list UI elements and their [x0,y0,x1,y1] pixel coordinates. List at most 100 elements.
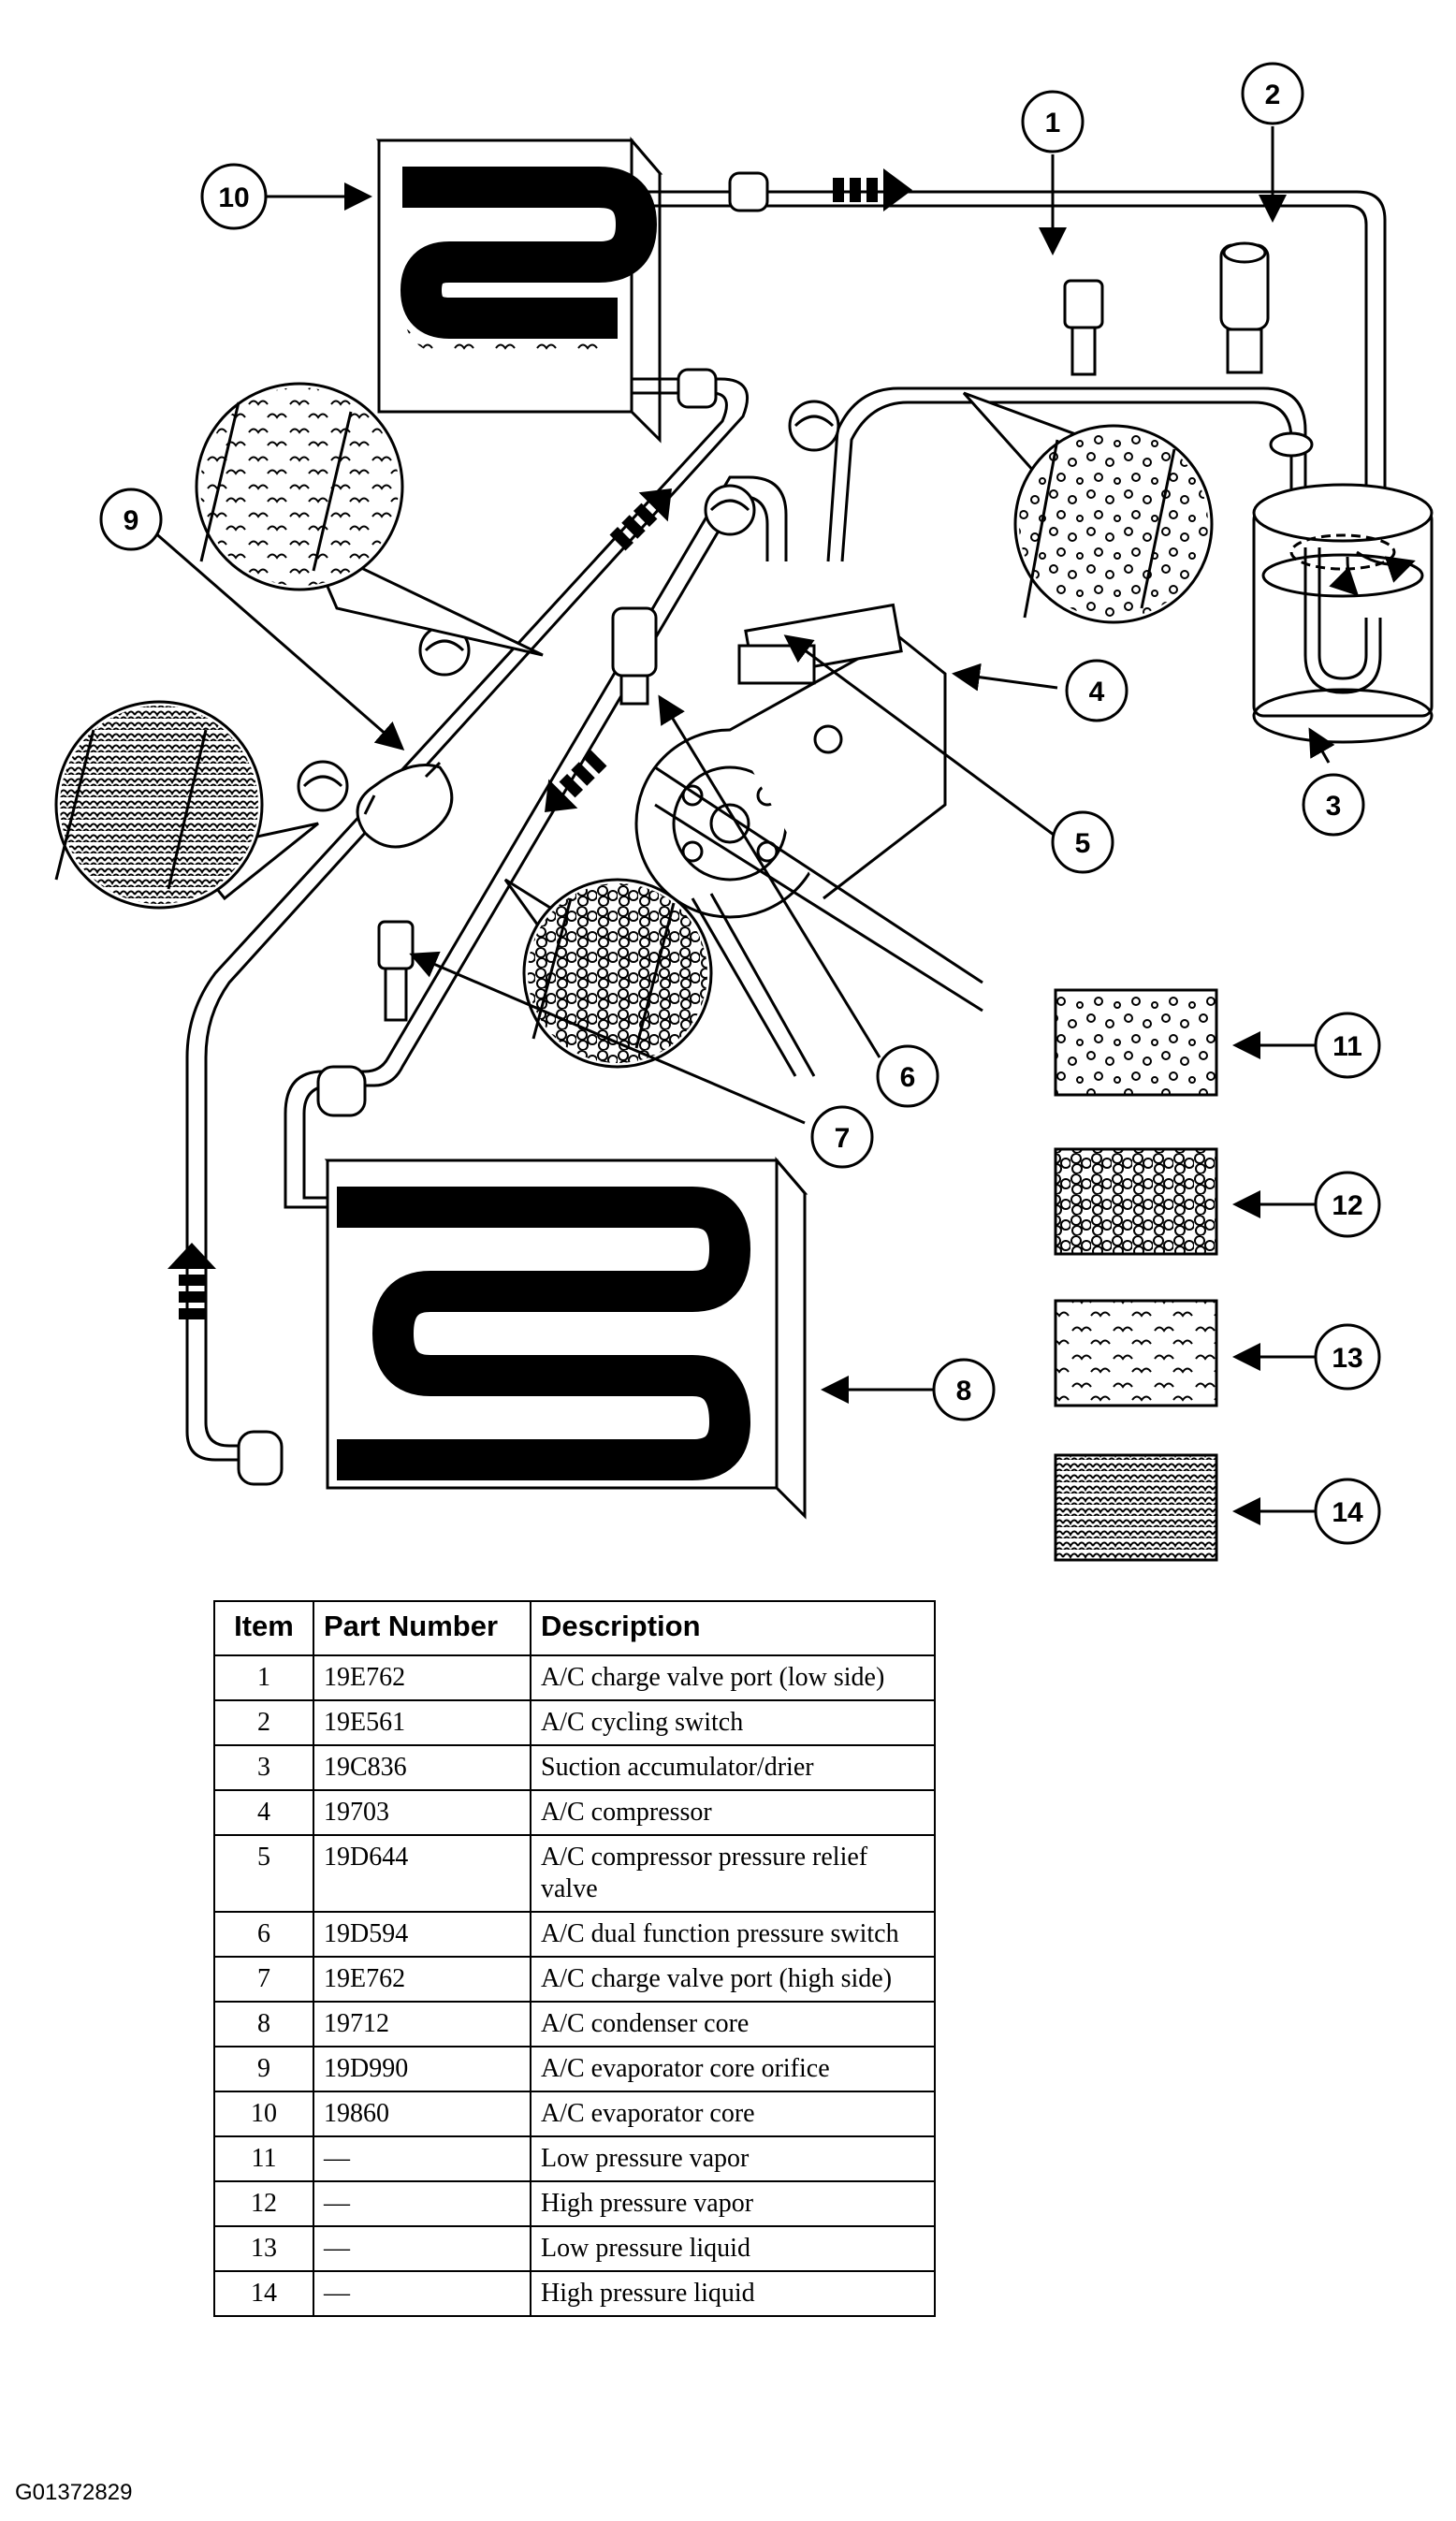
part-number-cell: — [313,2180,531,2227]
part-number-cell: 19D594 [313,1911,531,1958]
table-row: 12—High pressure vapor [213,2180,936,2227]
legend-swatches [1054,988,1218,1562]
item-cell: 13 [213,2225,314,2272]
part-number-cell: — [313,2135,531,2182]
item-cell: 12 [213,2180,314,2227]
compressor [634,603,983,1077]
callout-4: 4 [1065,659,1128,722]
part-number-cell: 19D990 [313,2046,531,2092]
pressure-gauge-icons [297,400,840,812]
table-row: 13—Low pressure liquid [213,2225,936,2272]
item-cell: 7 [213,1956,314,2003]
flow-arrow-discharge [545,750,607,812]
part-number-cell: 19E762 [313,1654,531,1701]
callout-6: 6 [876,1044,939,1108]
callout-8: 8 [932,1358,996,1421]
magnifier-evaporator-line [195,382,544,657]
column-header-description: Description [530,1600,936,1656]
callout-1: 1 [1021,90,1085,153]
svg-text:3: 3 [1326,791,1342,822]
svg-text:4: 4 [1089,677,1105,707]
line-fittings [677,171,1314,458]
swatch-high-pressure-liquid [1054,1453,1218,1562]
callout-7: 7 [810,1105,874,1169]
part-number-cell: 19860 [313,2091,531,2137]
svg-text:9: 9 [124,505,139,536]
table-row: 14—High pressure liquid [213,2270,936,2317]
svg-text:2: 2 [1265,80,1281,110]
description-cell: A/C condenser core [530,2001,936,2047]
condenser-core [324,1156,808,1520]
part-number-cell: — [313,2225,531,2272]
item-cell: 4 [213,1789,314,1836]
part-number-cell: 19E561 [313,1699,531,1746]
magnifier-discharge-line [503,878,713,1069]
description-cell: A/C evaporator core [530,2091,936,2137]
description-cell: A/C evaporator core orifice [530,2046,936,2092]
description-cell: Low pressure vapor [530,2135,936,2182]
condenser-fittings [237,1065,367,1486]
callout-3: 3 [1302,773,1365,837]
callout-14: 14 [1314,1478,1381,1545]
table-row: 11—Low pressure vapor [213,2135,936,2182]
description-cell: Low pressure liquid [530,2225,936,2272]
callout-12: 12 [1314,1171,1381,1238]
callout-2: 2 [1241,62,1304,125]
svg-text:14: 14 [1332,1497,1363,1528]
svg-text:7: 7 [835,1123,851,1154]
callout-10: 10 [200,163,268,230]
svg-text:13: 13 [1332,1343,1362,1374]
suction-accumulator [1252,483,1434,744]
svg-text:6: 6 [900,1062,916,1093]
leader-lines [144,126,1335,1525]
description-cell: A/C dual function pressure switch [530,1911,936,1958]
refrigerant-lines [185,190,1387,1462]
cycling-switch [1219,241,1270,374]
swatch-low-pressure-liquid [1054,1299,1218,1407]
part-number-cell: 19712 [313,2001,531,2047]
charge-valve-high-side [377,920,415,1022]
svg-text:8: 8 [956,1376,972,1406]
item-cell: 11 [213,2135,314,2182]
description-cell: High pressure liquid [530,2270,936,2317]
callout-13: 13 [1314,1323,1381,1391]
ac-system-diagram: 1 2 3 4 5 6 7 8 9 10 11 12 13 14 [54,62,1434,1562]
item-cell: 1 [213,1654,314,1701]
flow-arrow-bottom [167,1243,216,1319]
item-cell: 10 [213,2091,314,2137]
swatch-high-pressure-vapor [1054,1147,1218,1256]
item-cell: 8 [213,2001,314,2047]
flow-arrow-mid [609,488,672,551]
description-cell: A/C charge valve port (high side) [530,1956,936,2003]
svg-text:5: 5 [1075,828,1091,859]
evaporator-core [375,136,663,444]
svg-text:1: 1 [1045,108,1061,138]
part-number-cell: 19D644 [313,1834,531,1913]
dual-function-switch [611,606,658,706]
part-number-cell: 19C836 [313,1744,531,1791]
item-cell: 5 [213,1834,314,1913]
flow-arrow-top [833,168,912,211]
item-cell: 2 [213,1699,314,1746]
description-cell: A/C charge valve port (low side) [530,1654,936,1701]
part-number-cell: — [313,2270,531,2317]
description-cell: Suction accumulator/drier [530,1744,936,1791]
description-cell: A/C compressor [530,1789,936,1836]
callout-11: 11 [1314,1012,1381,1079]
charge-valve-low-side [1063,279,1104,376]
item-cell: 6 [213,1911,314,1958]
svg-text:10: 10 [218,182,249,213]
description-cell: A/C cycling switch [530,1699,936,1746]
callout-9: 9 [99,488,163,551]
